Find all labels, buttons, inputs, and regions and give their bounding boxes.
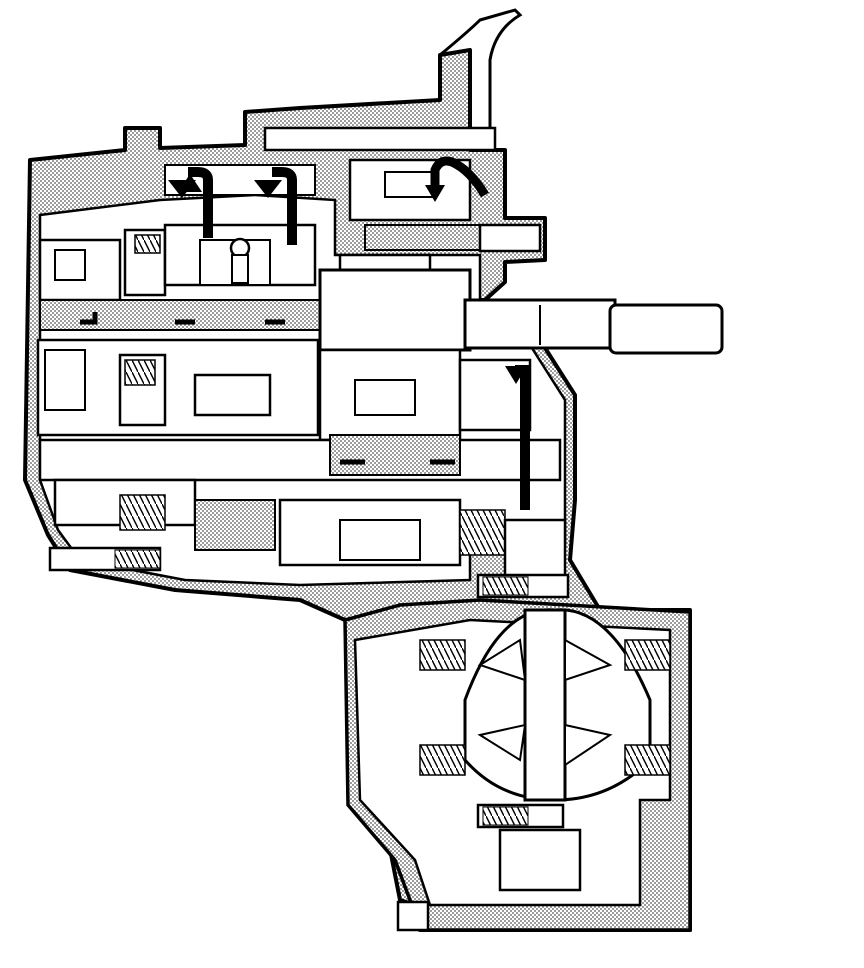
middle-gear-shaft xyxy=(36,338,562,482)
lower-gear-shaft xyxy=(53,478,567,592)
case-bolts xyxy=(48,546,570,932)
upper-gear-shaft xyxy=(38,223,472,352)
upper-left-return-arrow xyxy=(188,167,213,238)
input-shaft-spline xyxy=(608,303,724,355)
differential-assembly xyxy=(419,608,671,892)
oil-channel-hooks xyxy=(80,312,455,465)
bolt-bottom-left xyxy=(396,900,430,932)
shift-rail xyxy=(263,126,497,152)
input-shaft xyxy=(463,298,724,355)
breather-tube xyxy=(439,8,523,150)
upper-middle-return-arrow xyxy=(272,167,297,245)
upper-right-bent-arrow xyxy=(430,156,489,198)
differential-pinion-shaft xyxy=(523,608,567,802)
lubrication-flow-arrows xyxy=(168,156,530,510)
